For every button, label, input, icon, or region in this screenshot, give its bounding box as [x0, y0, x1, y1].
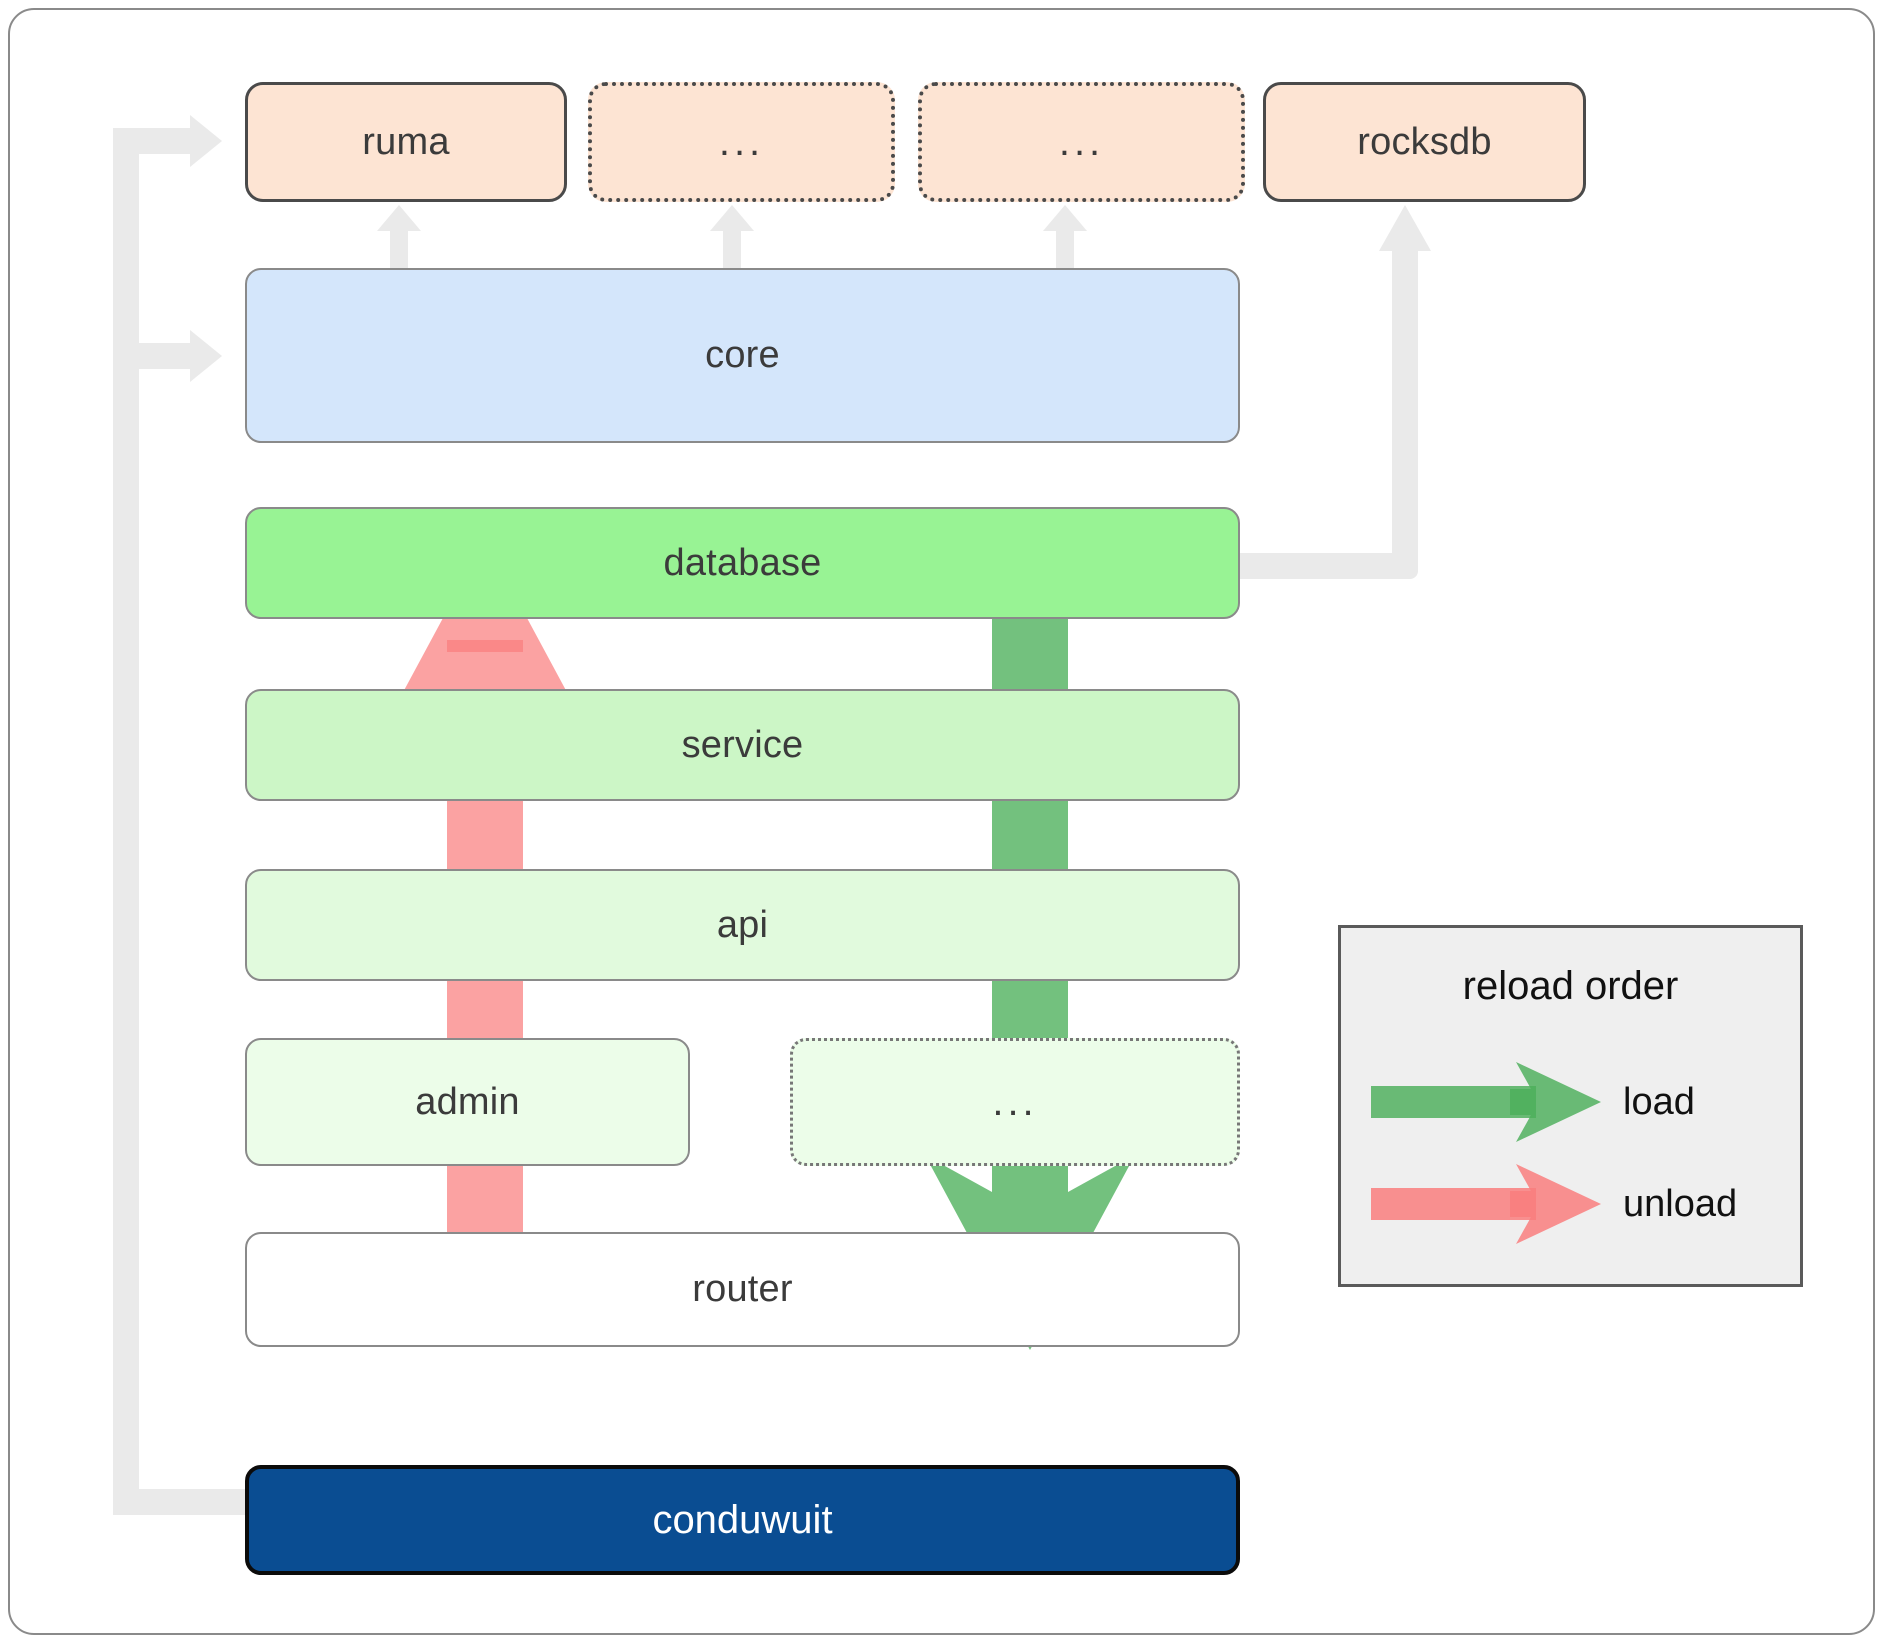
- dependency-box-dep3[interactable]: ...: [918, 82, 1245, 202]
- dependency-box-rocksdb[interactable]: rocksdb: [1263, 82, 1586, 202]
- layer-box-admin[interactable]: admin: [245, 1038, 690, 1166]
- arrow-head-icon: [710, 205, 754, 231]
- layer-box-api[interactable]: api: [245, 869, 1240, 981]
- layer-label: database: [663, 541, 822, 584]
- connector-left-bottom-stub: [113, 1489, 247, 1515]
- arrow-head-icon: [1043, 205, 1087, 231]
- connector-left-vertical-rail: [113, 140, 139, 1515]
- dependency-label: ...: [718, 120, 765, 164]
- dependency-box-dep2[interactable]: ...: [588, 82, 895, 202]
- legend-row-unload: unload: [1371, 1164, 1776, 1244]
- arrow-shaft: [1056, 227, 1074, 279]
- layer-label: ...: [992, 1080, 1038, 1124]
- dependency-label: ruma: [362, 120, 450, 163]
- layer-label: service: [681, 723, 804, 766]
- connector-database-to-rocksdb-head: [1379, 205, 1431, 251]
- dependency-label: ...: [1058, 120, 1105, 164]
- connector-database-to-rocksdb-vertical: [1392, 245, 1418, 565]
- layer-label: admin: [415, 1080, 520, 1123]
- legend-label-load: load: [1623, 1080, 1695, 1123]
- layer-label: router: [692, 1268, 793, 1310]
- arrow-shaft: [390, 227, 408, 279]
- unload-arrow-head: [380, 540, 590, 735]
- connector-database-to-rocksdb-horizontal: [1238, 553, 1418, 579]
- layer-label: api: [716, 903, 769, 946]
- legend-row-load: load: [1371, 1062, 1776, 1142]
- layer-box-database[interactable]: database: [245, 507, 1240, 619]
- connector-to-ruma-shaft: [113, 128, 203, 154]
- legend-label-unload: unload: [1623, 1182, 1738, 1225]
- connector-to-ruma-head: [190, 115, 222, 167]
- arrow-shaft: [723, 227, 741, 279]
- layer-label: core: [705, 334, 780, 376]
- connector-to-core-head: [190, 330, 222, 382]
- load-legend-icon: [1371, 1062, 1601, 1142]
- layer-box-core[interactable]: core: [245, 268, 1240, 443]
- dependency-label: rocksdb: [1357, 120, 1492, 163]
- layer-box-more[interactable]: ...: [790, 1038, 1240, 1166]
- layer-box-router[interactable]: router: [245, 1232, 1240, 1347]
- legend-title: reload order: [1462, 964, 1679, 1008]
- connector-to-core-shaft: [113, 343, 203, 369]
- legend-panel: reload order load unload: [1338, 925, 1803, 1287]
- arrow-head-icon: [377, 205, 421, 231]
- layer-box-service[interactable]: service: [245, 689, 1240, 801]
- unload-legend-icon: [1371, 1164, 1601, 1244]
- binary-label: conduwuit: [652, 1497, 833, 1542]
- binary-box-conduwuit[interactable]: conduwuit: [245, 1465, 1240, 1575]
- dependency-box-ruma[interactable]: ruma: [245, 82, 567, 202]
